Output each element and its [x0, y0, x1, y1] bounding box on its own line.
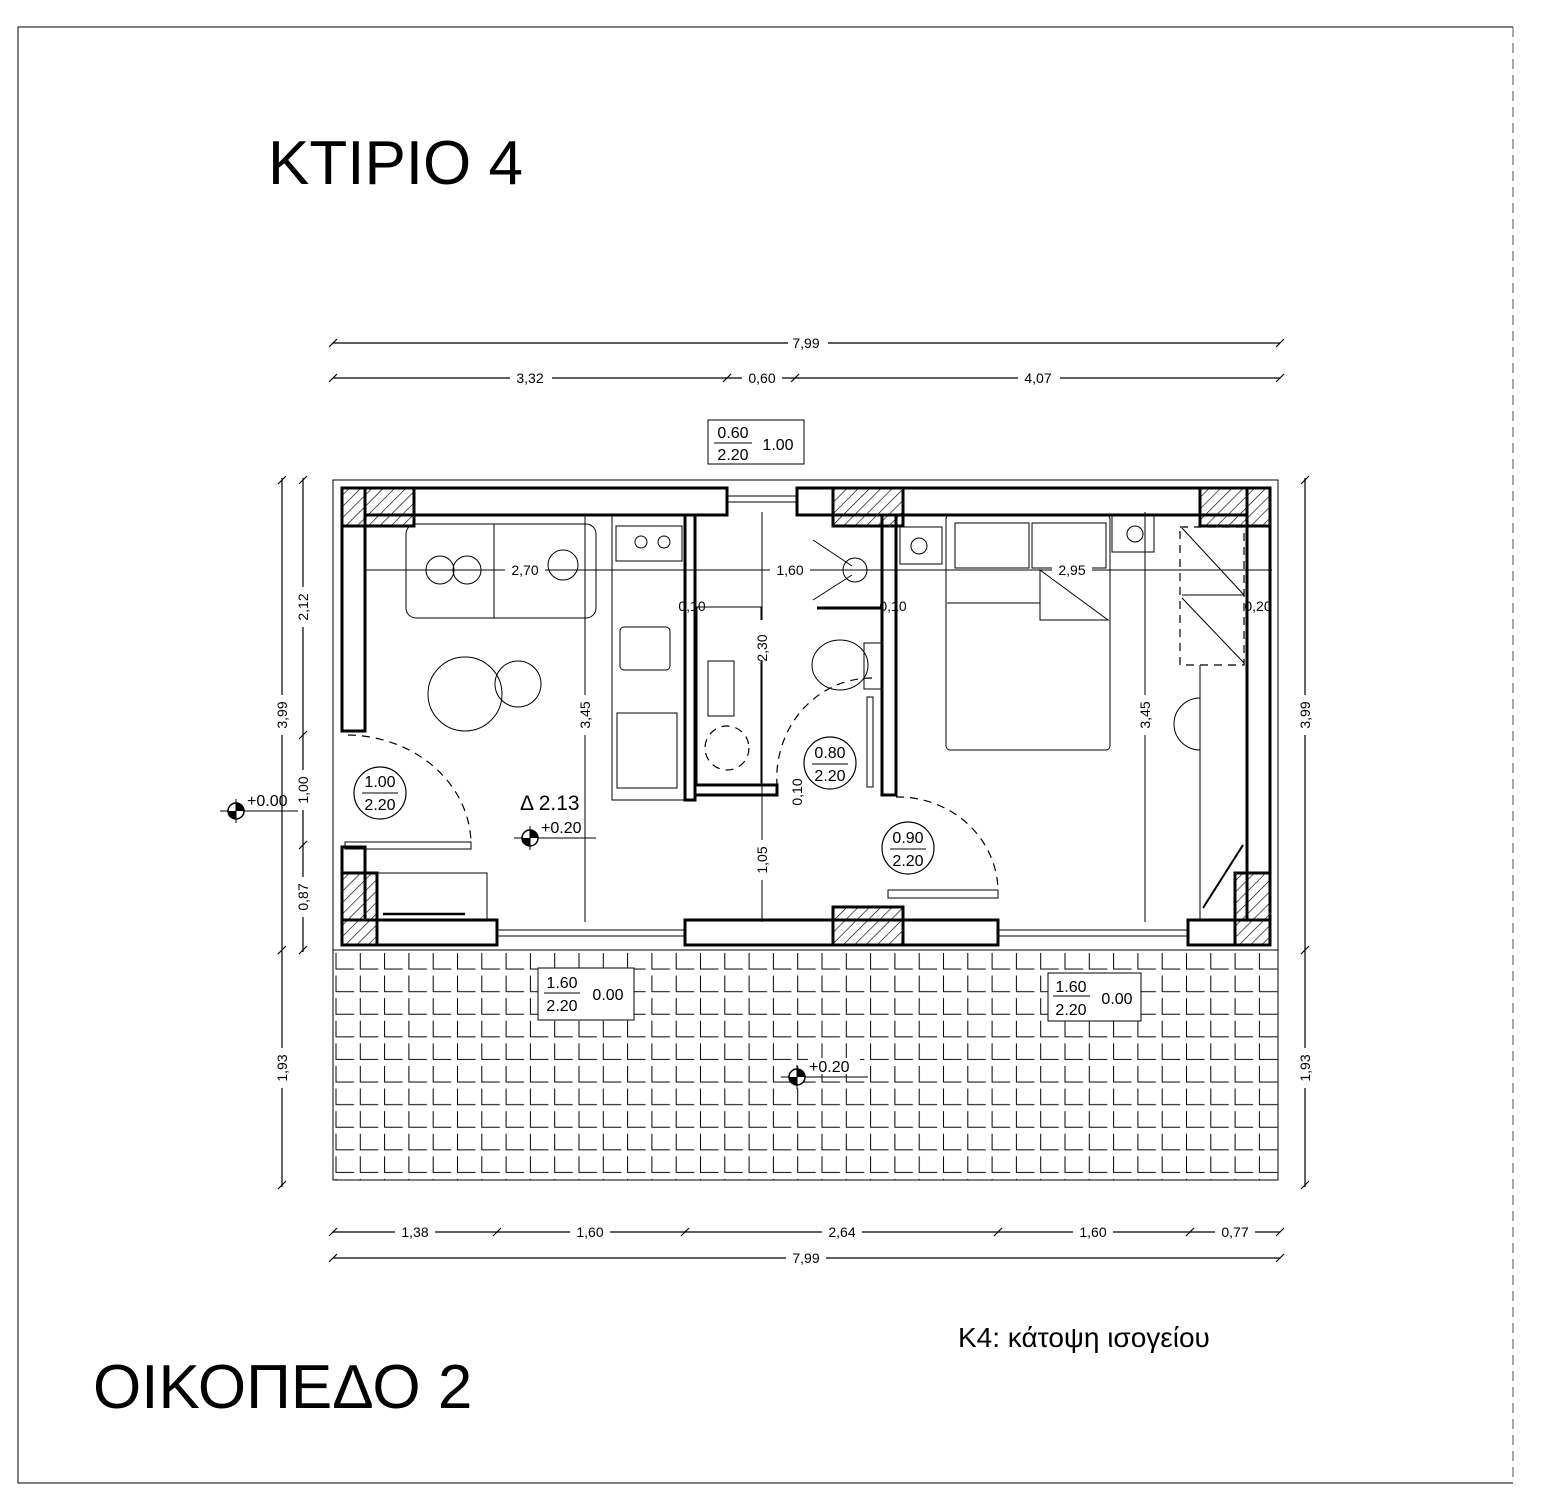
dim-bottom-total: 7,99 — [792, 1250, 819, 1266]
dim-wall: 0,10 — [678, 598, 705, 614]
svg-text:2.20: 2.20 — [364, 797, 395, 814]
dim-living-width: 2,70 — [511, 562, 538, 578]
glazing-tag-living: 1.60 2.20 0.00 — [537, 967, 635, 1021]
dim-left-outer: 1,93 — [274, 1054, 290, 1081]
room-area-label: Δ 2.13 — [520, 792, 580, 815]
dim-wall: 0,20 — [1244, 598, 1271, 614]
kitchen-sink — [619, 626, 671, 671]
dim-bottom-part: 0,77 — [1221, 1224, 1248, 1240]
svg-text:1.00: 1.00 — [364, 774, 395, 791]
svg-text:2.20: 2.20 — [1055, 1002, 1086, 1019]
svg-text:+0.20: +0.20 — [809, 1059, 850, 1076]
furniture — [376, 514, 1245, 921]
toilet — [811, 639, 869, 691]
chair — [1173, 697, 1201, 751]
glazing-tag-bedroom: 1.60 2.20 0.00 — [1047, 972, 1142, 1022]
column — [340, 486, 416, 528]
svg-text:0.60: 0.60 — [717, 425, 748, 442]
building-walls — [332, 479, 1279, 951]
svg-text:1.60: 1.60 — [1055, 979, 1086, 996]
column — [831, 905, 905, 947]
side-dimensions: 3,99 1,93 2,12 1,00 0,87 3,99 1,93 — [273, 475, 1314, 1190]
top-dimensions: 7,99 3,32 0,60 4,07 — [328, 334, 1285, 387]
sofa — [405, 523, 597, 619]
window-tag-top: 0.60 2.20 1.00 — [707, 419, 805, 465]
dim-top-part: 4,07 — [1024, 370, 1051, 386]
dim-bath-depth: 2,30 — [754, 634, 770, 661]
fridge — [616, 712, 678, 789]
round-table — [427, 656, 503, 732]
nightstand — [899, 526, 943, 565]
tv-unit — [376, 872, 488, 921]
door-swings — [344, 677, 999, 899]
vanity — [696, 606, 762, 786]
kitchen-counter — [611, 514, 686, 801]
dim-top-part: 3,32 — [516, 370, 543, 386]
drawing-caption: Κ4: κάτοψη ισογείου — [958, 1322, 1210, 1353]
svg-text:+0.20: +0.20 — [541, 820, 582, 837]
column — [1198, 486, 1272, 528]
sheet-frame — [17, 26, 1514, 1484]
bed — [945, 514, 1111, 751]
dim-bottom-part: 1,60 — [1079, 1224, 1106, 1240]
svg-text:0.80: 0.80 — [814, 745, 845, 762]
dim-hall-depth: 1,05 — [754, 846, 770, 873]
dim-bottom-part: 1,60 — [576, 1224, 603, 1240]
svg-text:2.20: 2.20 — [892, 853, 923, 870]
level-marker-ground: +0.00 — [220, 793, 298, 823]
svg-text:2.20: 2.20 — [717, 447, 748, 464]
svg-text:1.60: 1.60 — [546, 975, 577, 992]
level-marker-terrace: +0.20 — [781, 1058, 868, 1089]
dim-top-part: 0,60 — [748, 370, 775, 386]
dim-right-outer: 3,99 — [1297, 701, 1313, 728]
svg-text:2.20: 2.20 — [814, 768, 845, 785]
column — [1233, 871, 1272, 947]
svg-text:1.00: 1.00 — [762, 437, 793, 454]
dim-wall: 0,10 — [789, 778, 805, 805]
door-tag-bedroom: 0.90 2.20 — [881, 821, 935, 875]
nightstand — [1111, 514, 1155, 553]
interior-dimensions: 2,70 1,60 2,95 0,10 0,10 0,20 3,45 2,30 … — [365, 512, 1272, 922]
column — [340, 871, 379, 947]
dim-bedroom-width: 2,95 — [1058, 562, 1085, 578]
dim-left-inner: 1,00 — [295, 776, 311, 803]
svg-text:0.00: 0.00 — [592, 987, 623, 1004]
plot-title: ΟΙΚΟΠΕΔΟ 2 — [93, 1353, 472, 1422]
door-tag-entry: 1.00 2.20 — [353, 766, 407, 820]
cooktop — [615, 525, 683, 562]
dim-bottom-part: 1,38 — [401, 1224, 428, 1240]
svg-text:0.90: 0.90 — [892, 830, 923, 847]
svg-text:0.00: 0.00 — [1101, 991, 1132, 1008]
bottom-dimensions: 1,38 1,60 2,64 1,60 0,77 7,99 — [328, 1223, 1285, 1267]
level-marker-interior: +0.20 — [514, 820, 596, 850]
dim-bedroom-depth: 3,45 — [1137, 701, 1153, 728]
dim-wall: 0,10 — [879, 598, 906, 614]
building-title: ΚΤΙΡΙΟ 4 — [268, 129, 523, 198]
dim-left-inner: 0,87 — [295, 883, 311, 910]
dim-left-outer: 3,99 — [274, 701, 290, 728]
dim-left-inner: 2,12 — [295, 593, 311, 620]
dim-bottom-part: 2,64 — [828, 1224, 855, 1240]
column — [831, 486, 905, 528]
dim-top-total: 7,99 — [792, 335, 819, 351]
door-tag-bath: 0.80 2.20 — [803, 736, 857, 790]
wardrobe — [1179, 526, 1245, 666]
svg-text:+0.00: +0.00 — [247, 793, 288, 810]
dim-living-depth: 3,45 — [577, 701, 593, 728]
svg-text:2.20: 2.20 — [546, 998, 577, 1015]
dim-bath-width: 1,60 — [776, 562, 803, 578]
dim-right-outer: 1,93 — [1297, 1054, 1313, 1081]
